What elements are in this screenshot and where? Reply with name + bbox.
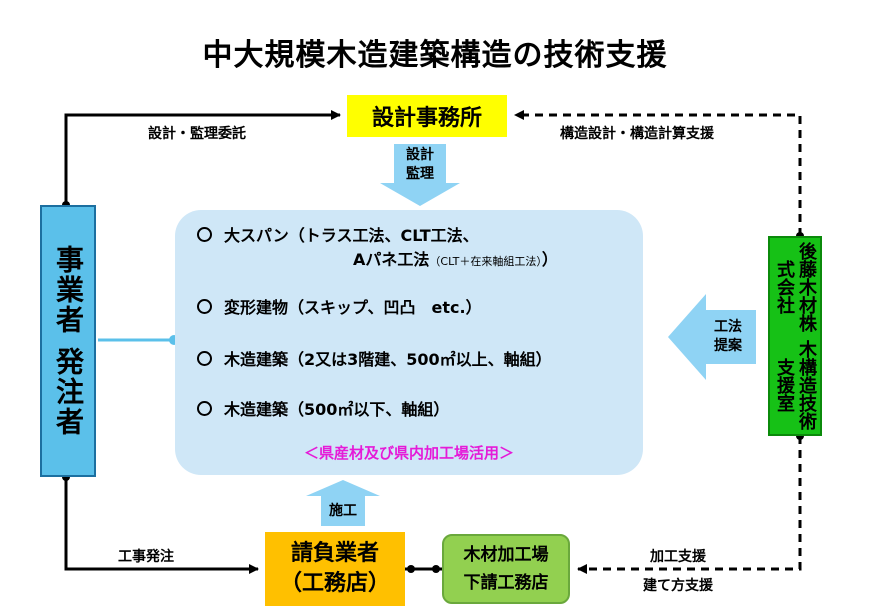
commission-connector: [64, 110, 341, 205]
circle-bullet-icon: [197, 351, 212, 366]
method-proposal-arrow-label: 工法 提案: [714, 319, 742, 354]
list-item-large-span: 大スパン（トラス工法、CLT工法、: [197, 222, 479, 246]
construction-order-connector: [64, 477, 259, 574]
construction-arrow-label: 施工: [329, 503, 357, 519]
construction-arrow: [306, 480, 380, 526]
item-subtext: （CLT＋在来軸組工法）: [429, 255, 542, 268]
contractor-box: 請負業者 （工務店）: [265, 532, 405, 606]
list-item-wood-large: 木造建築（2又は3階建、500㎡以上、軸組）: [197, 346, 552, 370]
construction-order-label: 工事発注: [118, 549, 174, 565]
struct-support-connector: [514, 110, 802, 236]
list-item-irregular: 変形建物（スキップ、凹凸 etc.）: [197, 294, 482, 318]
item-text: 大スパン（トラス工法、CLT工法、: [224, 226, 479, 245]
circle-bullet-icon: [197, 401, 212, 416]
goto-department-name: 木構造技術支援室: [774, 340, 817, 430]
sawmill-line2: 下請工務店: [463, 573, 549, 593]
contractor-line2: （工務店）: [279, 571, 390, 596]
item-text: 変形建物（スキップ、凹凸 etc.）: [224, 298, 482, 317]
item-text: 木造建築（2又は3階建、500㎡以上、軸組）: [224, 350, 552, 369]
item-text: Aパネ工法: [353, 250, 430, 269]
circle-bullet-icon: [197, 227, 212, 242]
local-timber-note: ＜県産材及び県内加工場活用＞: [303, 444, 514, 462]
design-supervision-arrow-label: 設計 監理: [406, 147, 434, 182]
page-title: 中大規模木造建築構造の技術支援: [202, 38, 668, 73]
design-supervision-arrow: [380, 144, 460, 206]
processing-support-connector: [577, 436, 802, 574]
method-proposal-arrow: [668, 294, 756, 380]
struct-support-label: 構造設計・構造計算支援: [560, 126, 714, 142]
sawmill-line1: 木材加工場: [463, 545, 549, 565]
goto-lumber-box: 後藤木材株式会社 木構造技術支援室: [768, 236, 822, 436]
list-item-wood-small: 木造建築（500㎡以下、軸組）: [197, 396, 449, 420]
item-text: ）: [541, 250, 558, 269]
item-text: 木造建築（500㎡以下、軸組）: [224, 400, 450, 419]
building-types-panel: 大スパン（トラス工法、CLT工法、 Aパネ工法（CLT＋在来軸組工法）） 変形建…: [175, 210, 643, 475]
list-item-large-span-cont: Aパネ工法（CLT＋在来軸組工法））: [353, 246, 558, 270]
processing-support-label: 加工支援: [650, 549, 706, 565]
circle-bullet-icon: [197, 299, 212, 314]
sawmill-box: 木材加工場 下請工務店: [442, 534, 570, 604]
design-office-box: 設計事務所: [347, 95, 507, 137]
commission-label: 設計・監理委託: [148, 126, 246, 142]
erection-support-label: 建て方支援: [643, 578, 713, 594]
goto-company-name: 後藤木材株式会社: [774, 242, 817, 332]
contractor-line1: 請負業者: [290, 541, 379, 566]
owner-box: 事業者 発注者: [40, 205, 96, 477]
